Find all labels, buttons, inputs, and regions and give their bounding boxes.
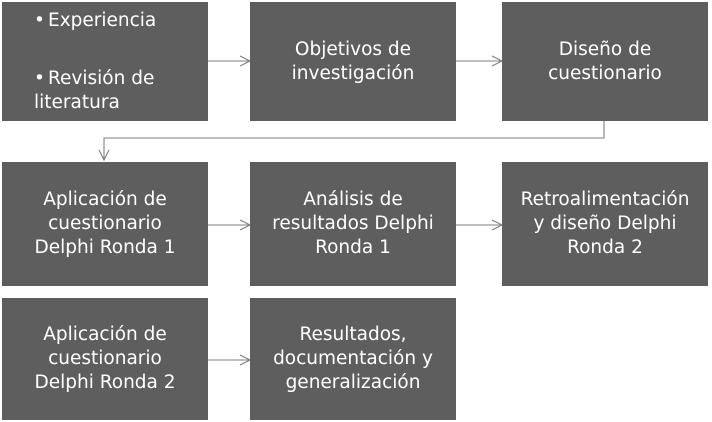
box-apply-round-1-label: Aplicación de cuestionario Delphi Ronda … (34, 189, 176, 258)
box-apply-round-1: Aplicación de cuestionario Delphi Ronda … (2, 162, 208, 286)
box-apply-round-2: Aplicación de cuestionario Delphi Ronda … (2, 298, 208, 420)
box-questionnaire-design: Diseño de cuestionario (502, 2, 708, 121)
arrow-design-to-apply1 (104, 121, 605, 160)
box-feedback-design-round-2: Retroalimentación y diseño Delphi Ronda … (502, 162, 708, 286)
box-analysis-round-1-label: Análisis de resultados Delphi Ronda 1 (272, 189, 434, 258)
box-apply-round-2-label: Aplicación de cuestionario Delphi Ronda … (34, 324, 176, 393)
list-item-literature-continuation: literatura (34, 91, 120, 113)
box-results-documentation: Resultados, documentación y generalizaci… (250, 298, 456, 420)
box-research-objectives-label: Objetivos de investigación (291, 38, 415, 84)
box-questionnaire-design-label: Diseño de cuestionario (548, 38, 662, 84)
box-results-documentation-label: Resultados, documentación y generalizaci… (273, 324, 433, 393)
box-feedback-design-round-2-label: Retroalimentación y diseño Delphi Ronda … (520, 189, 690, 258)
list-item-experience: Experiencia (34, 9, 156, 33)
box-analysis-round-1: Análisis de resultados Delphi Ronda 1 (250, 162, 456, 286)
box-research-objectives: Objetivos de investigación (250, 2, 456, 121)
